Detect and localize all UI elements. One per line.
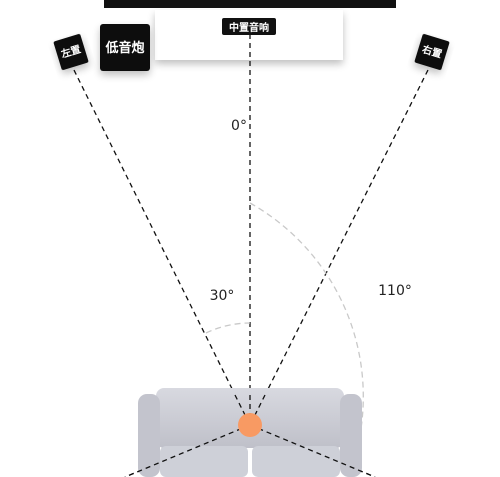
subwoofer-label: 低音炮 [104,40,144,56]
angle-30-label: 30° [210,288,235,304]
left-speaker [53,34,89,70]
sofa-cushion-right [252,446,340,477]
angle-0-label: 0° [231,118,247,134]
subwoofer [100,24,150,71]
sofa-arm-left [138,394,160,477]
tv-bar [104,0,396,8]
right-line [249,61,433,426]
center-speaker [222,18,276,35]
right-speaker [414,34,450,70]
sofa-cushion-left [160,446,248,477]
arc-110 [249,202,364,454]
angle-arcs [205,202,364,454]
listener-dot [238,413,262,437]
angle-110-label: 110° [378,283,412,299]
arc-30 [205,322,251,334]
sofa-arm-right [340,394,362,477]
center-speaker-label: 中置音响 [229,21,269,34]
left-line [69,61,251,426]
